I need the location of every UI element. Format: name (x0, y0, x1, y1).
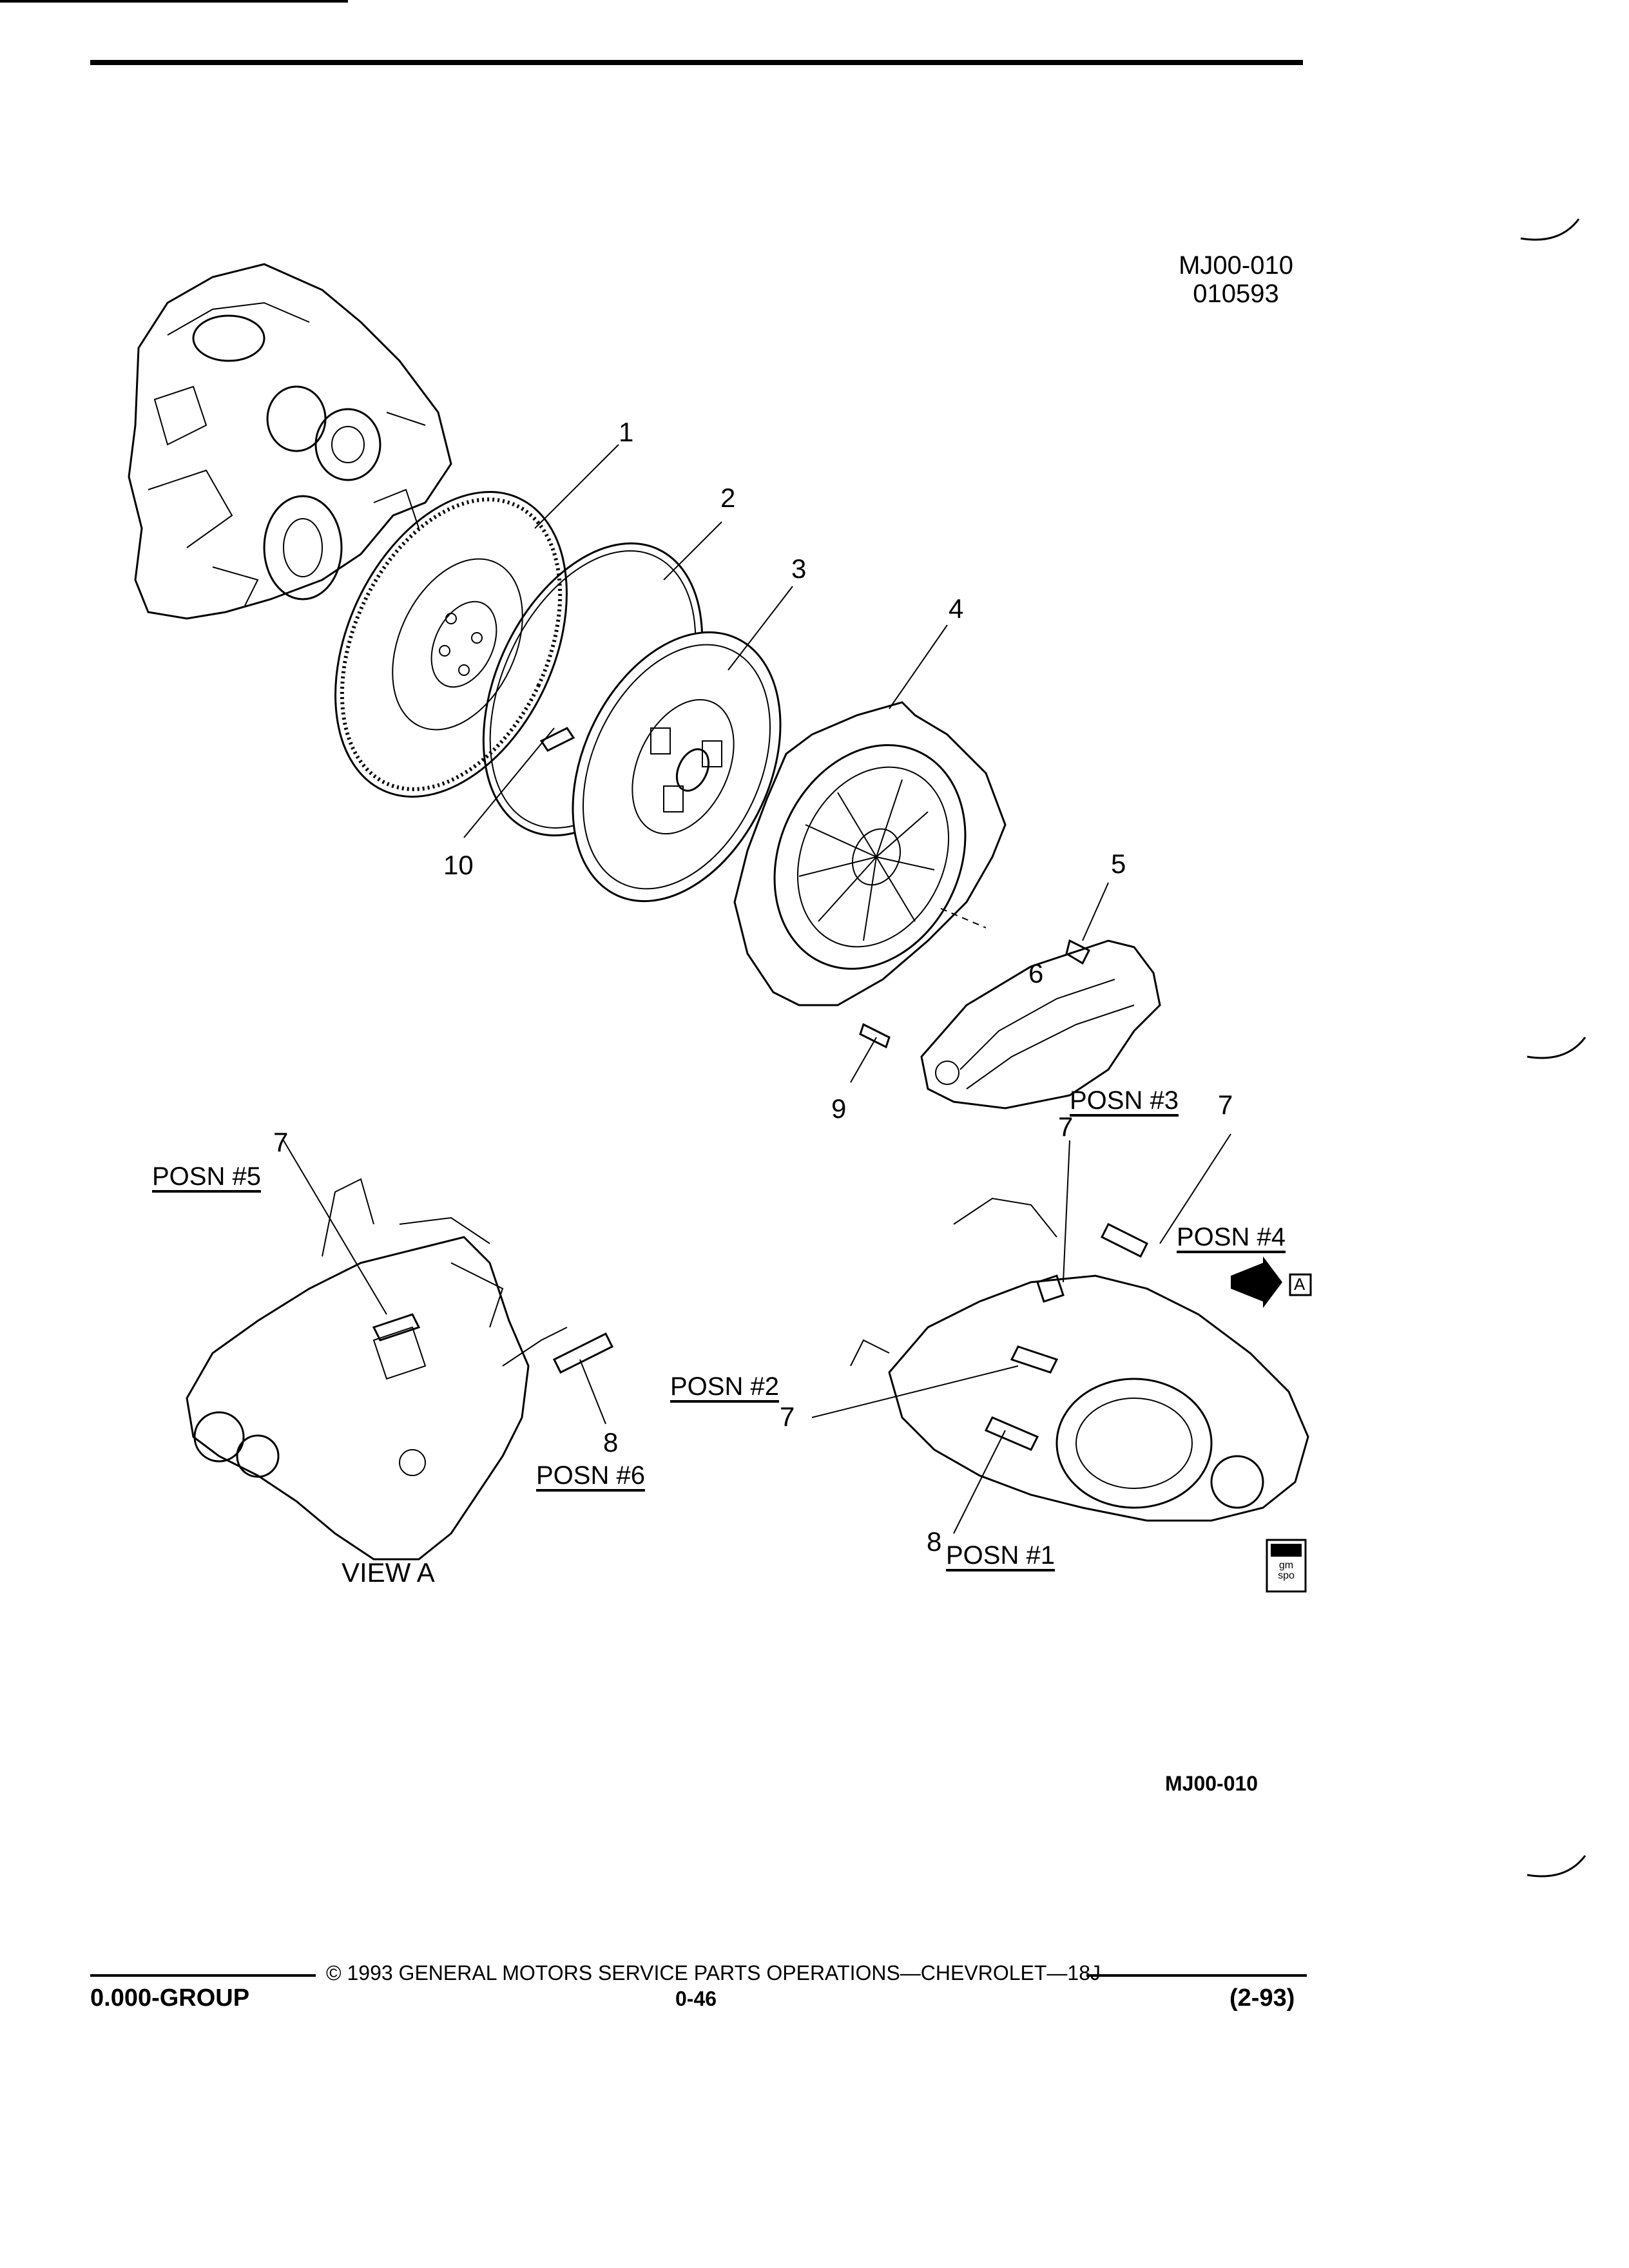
leader-lines (463, 444, 1109, 1083)
posn-3-label: POSN #3 (1070, 1086, 1179, 1115)
callout-1: 1 (619, 417, 634, 447)
gm-spo-logo (1266, 1539, 1307, 1593)
posn-4-label: POSN #4 (1177, 1223, 1286, 1251)
view-a-label: VIEW A (342, 1557, 435, 1588)
callout-2: 2 (720, 483, 736, 513)
posn-5-label: POSN #5 (152, 1162, 261, 1191)
footer-page: 0-46 (675, 1987, 717, 2010)
cover-plate-drawing (920, 939, 1161, 1110)
engine-block-drawing (128, 263, 452, 620)
bolt-drawings (539, 727, 1091, 1049)
callout-5: 5 (1111, 849, 1126, 879)
posn-6-label: POSN #6 (536, 1461, 645, 1490)
callout-8-posn1: 8 (927, 1526, 942, 1557)
callout-7-posn4: 7 (1218, 1090, 1233, 1120)
callout-7-posn3: 7 (1058, 1111, 1074, 1142)
footer-rule-right (1086, 1974, 1307, 1977)
callout-4: 4 (949, 593, 964, 624)
figure-date: 010593 (1193, 280, 1279, 308)
footer-rule-left (90, 1974, 316, 1977)
callout-8-view-a: 8 (603, 1427, 619, 1457)
gm-spo-logo-text: gm spo (1278, 1560, 1295, 1581)
header-rule (90, 60, 1303, 65)
footer-copyright: © 1993 GENERAL MOTORS SERVICE PARTS OPER… (326, 1961, 1101, 1984)
top-left-rule (0, 0, 348, 3)
pressure-plate-drawing (733, 701, 1007, 1006)
transmission-right-drawing (811, 1133, 1312, 1534)
posn-2-label: POSN #2 (670, 1372, 779, 1401)
flywheel-drawing (334, 491, 568, 798)
footer-group: 0.000-GROUP (90, 1984, 250, 2012)
callout-6: 6 (1028, 958, 1044, 988)
view-a-marker: A (1294, 1274, 1306, 1294)
figure-id: MJ00-010 (1179, 251, 1293, 280)
callout-7-posn2: 7 (780, 1401, 795, 1432)
callout-3: 3 (791, 553, 807, 584)
footer-date: (2-93) (1229, 1984, 1295, 2012)
callout-9: 9 (831, 1093, 847, 1124)
clutch-disc-drawing (572, 631, 782, 903)
callout-10: 10 (443, 850, 474, 880)
bottom-reference: MJ00-010 (1165, 1772, 1258, 1795)
callout-7-view-a: 7 (273, 1127, 289, 1157)
posn-1-label: POSN #1 (946, 1541, 1055, 1570)
transmission-view-a-drawing (186, 1140, 614, 1561)
